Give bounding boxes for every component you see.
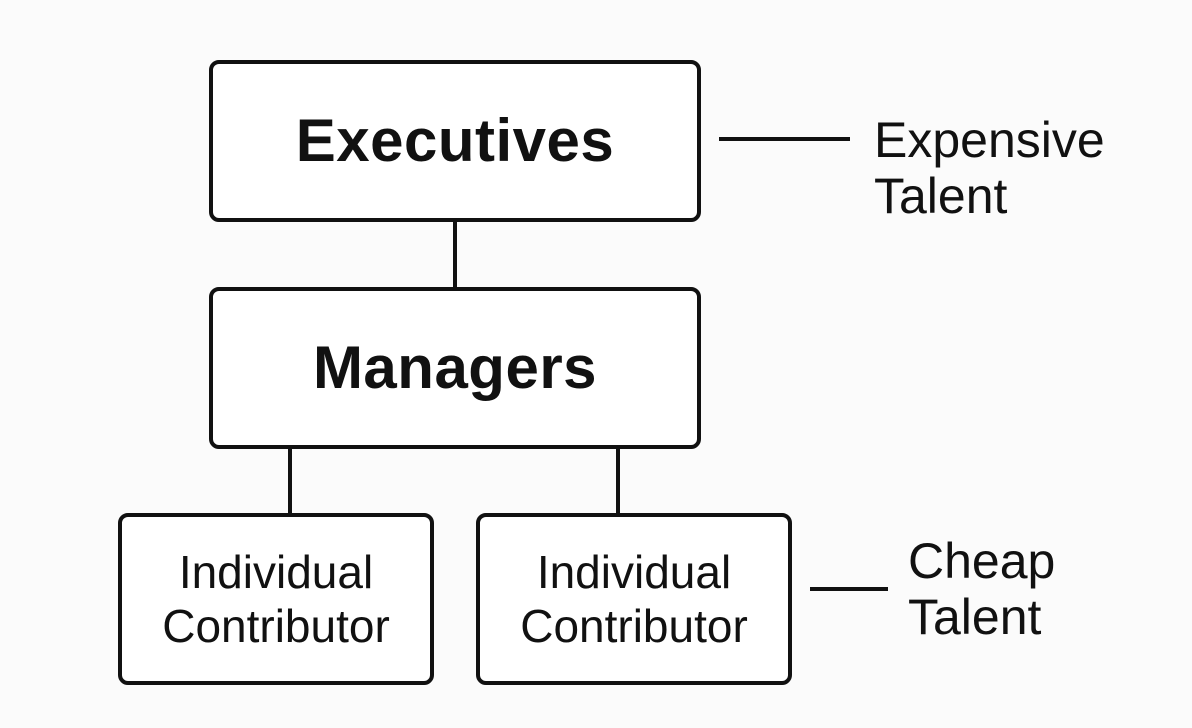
node-managers-label: Managers: [312, 334, 598, 401]
annotation-cheap-line2: Talent: [908, 589, 1042, 645]
node-individual-contributor-1: Individual Contributor: [118, 513, 434, 685]
node-individual-contributor-2-line2: Contributor: [520, 600, 748, 652]
annotation-cheap-line1: Cheap: [908, 533, 1056, 589]
node-individual-contributor-2-label: Individual Contributor: [520, 545, 748, 654]
node-individual-contributor-1-line1: Individual: [178, 545, 374, 598]
annotation-line-cheap: [810, 587, 888, 591]
annotation-expensive-line2: Talent: [874, 168, 1008, 224]
connector-managers-contributor-2: [616, 449, 620, 514]
annotation-expensive-talent: Expensive Talent: [874, 112, 1105, 224]
connector-managers-contributor-1: [288, 449, 292, 514]
annotation-expensive-line1: Expensive: [874, 112, 1105, 168]
node-executives: Executives: [209, 60, 701, 222]
annotation-cheap-talent: Cheap Talent: [908, 533, 1055, 645]
node-individual-contributor-1-line2: Contributor: [162, 600, 390, 652]
node-executives-label: Executives: [295, 107, 615, 174]
node-managers: Managers: [209, 287, 701, 449]
node-individual-contributor-1-label: Individual Contributor: [162, 545, 390, 654]
node-individual-contributor-2: Individual Contributor: [476, 513, 792, 685]
annotation-line-expensive: [719, 137, 850, 141]
connector-executives-managers: [453, 222, 457, 288]
node-individual-contributor-2-line1: Individual: [536, 545, 732, 598]
